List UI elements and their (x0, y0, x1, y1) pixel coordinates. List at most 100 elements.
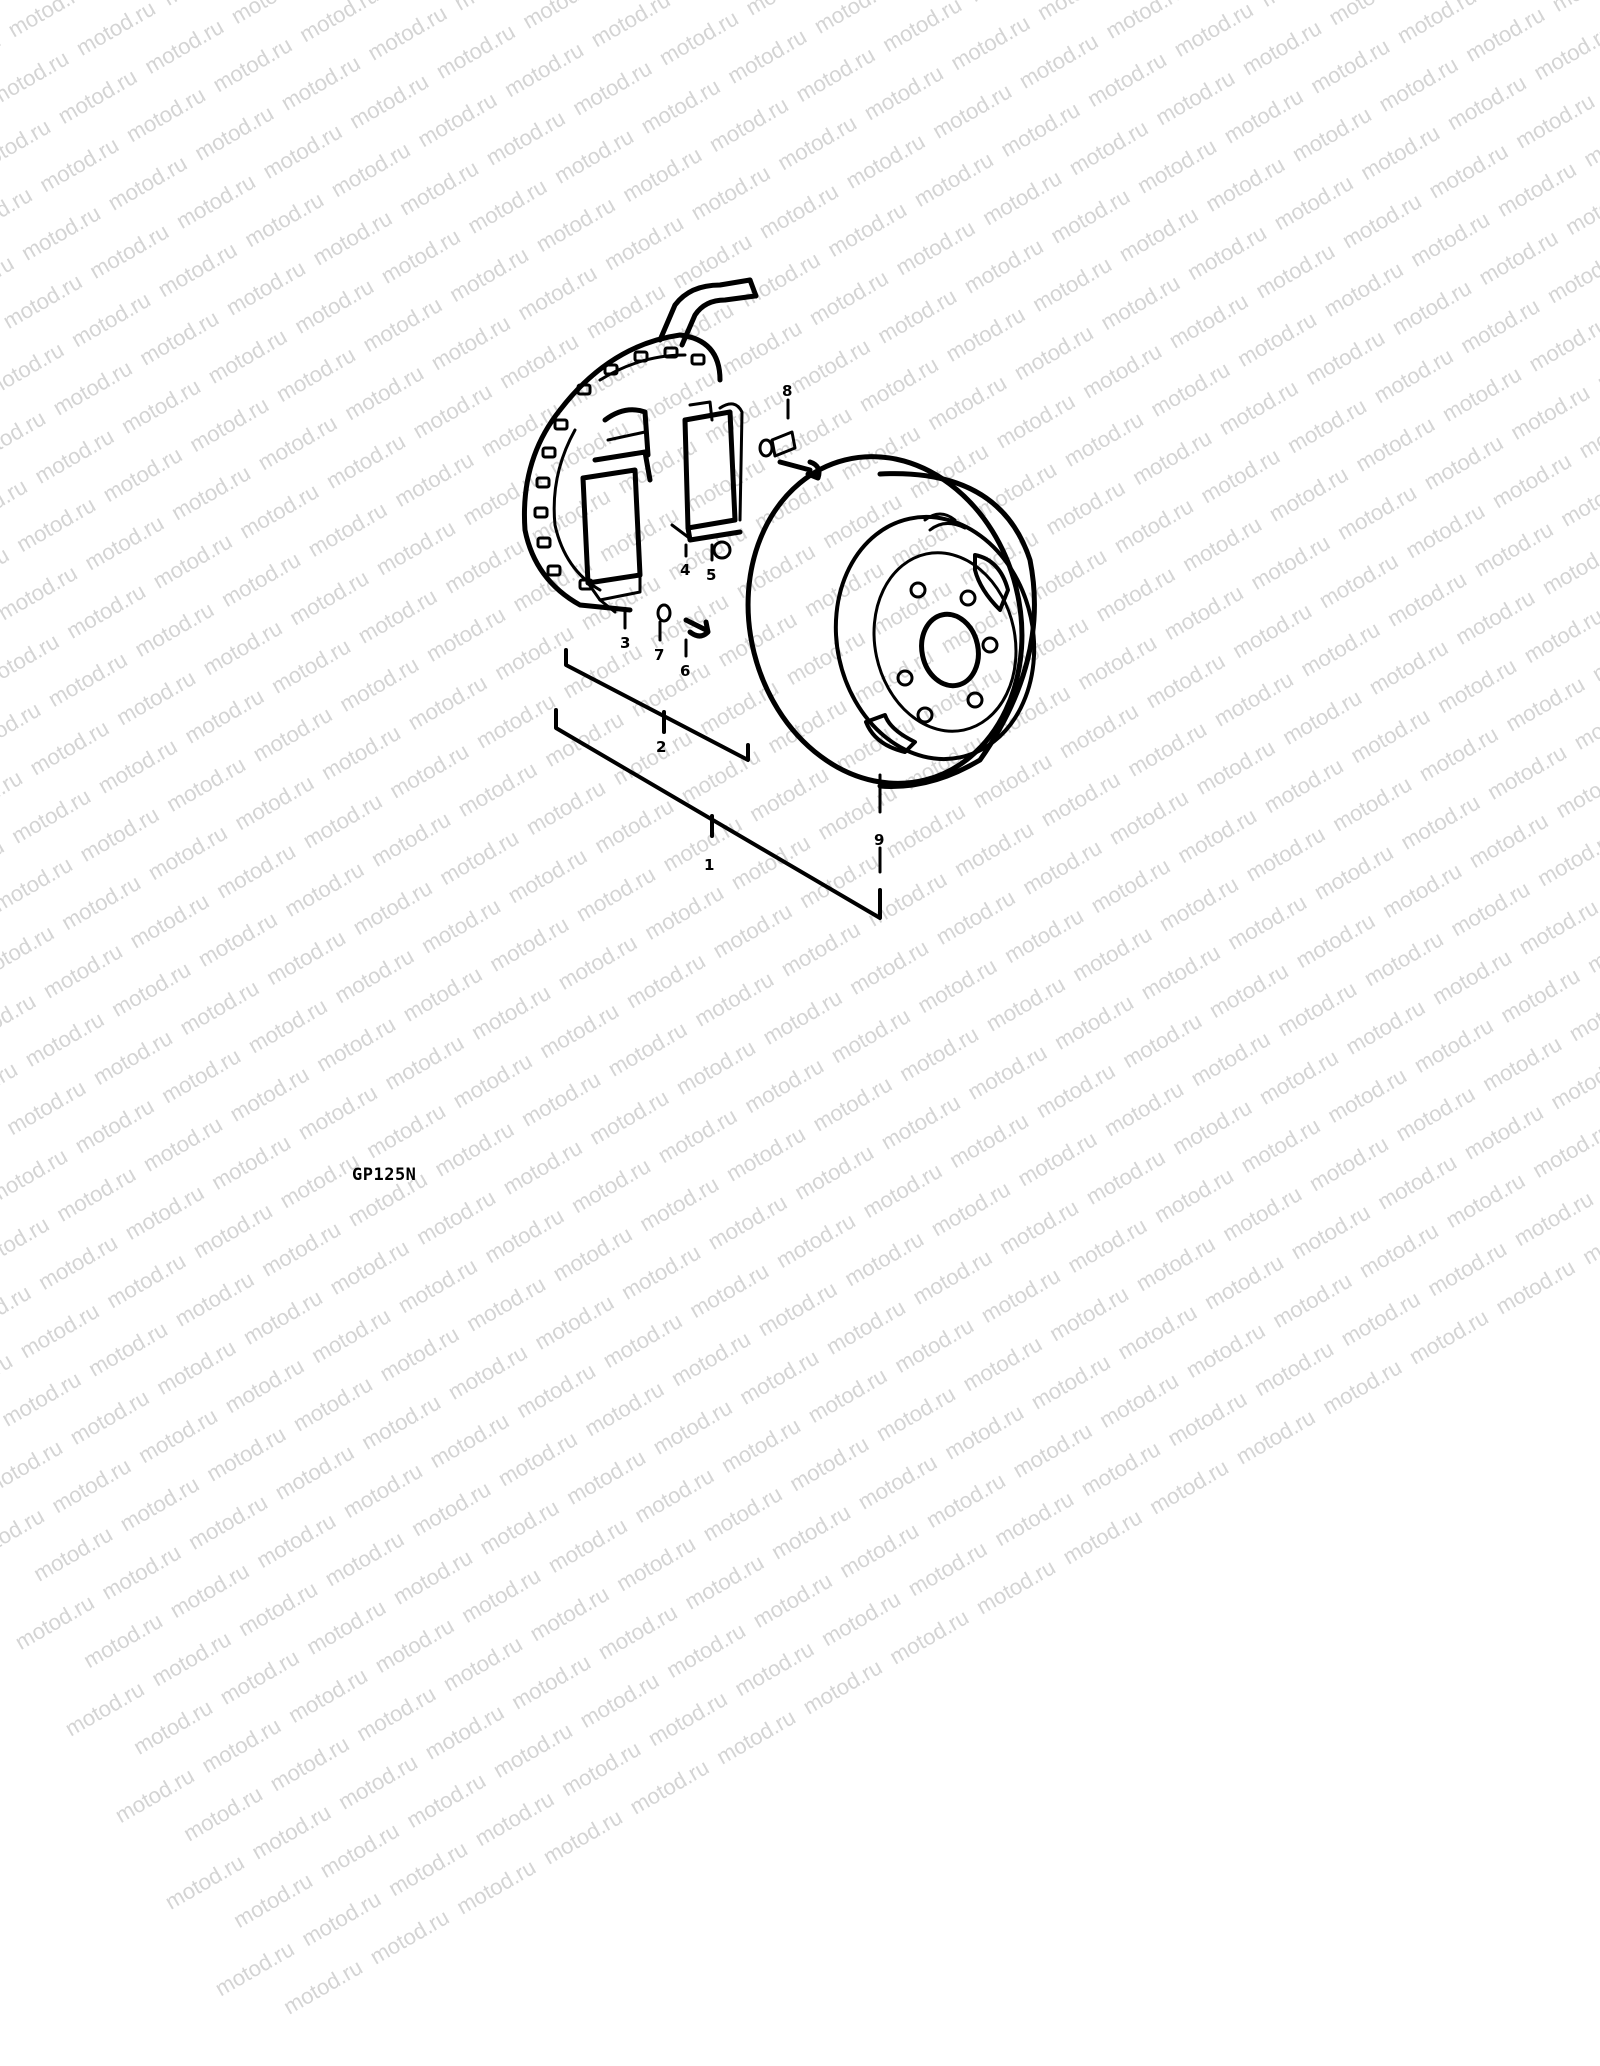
watermark-text: motod.ru (134, 1403, 222, 1469)
callout-7: 7 (654, 646, 664, 664)
watermark-text: motod.ru (252, 1508, 340, 1574)
watermark-text: motod.ru (239, 1285, 327, 1351)
watermark-text: motod.ru (152, 1335, 240, 1401)
watermark-text: motod.ru (717, 1413, 805, 1479)
watermark-text: motod.ru (1200, 1249, 1288, 1315)
watermark-text: motod.ru (1250, 1336, 1338, 1402)
watermark-text: motod.ru (111, 1763, 199, 1829)
watermark-text: motod.ru (257, 1216, 345, 1282)
watermark-text: motod.ru (352, 1681, 440, 1747)
watermark-text: motod.ru (712, 1704, 800, 1770)
watermark-text: motod.ru (202, 1421, 290, 1487)
watermark-text: motod.ru (977, 1263, 1065, 1329)
watermark-text: motod.ru (1337, 1286, 1425, 1352)
watermark-text: motod.ru (425, 1408, 513, 1474)
watermark-text: motod.ru (1287, 1199, 1375, 1265)
watermark-text: motod.ru (1113, 1299, 1201, 1365)
watermark-text: motod.ru (539, 1804, 627, 1870)
watermark-text: motod.ru (161, 1849, 249, 1915)
watermark-text: motod.ru (680, 1549, 768, 1615)
watermark-text: motod.ru (475, 1495, 563, 1561)
watermark-text: motod.ru (1232, 1404, 1320, 1470)
watermark-text: motod.ru (384, 1836, 472, 1902)
watermark-text: motod.ru (279, 1954, 367, 2020)
watermark-text: motod.ru (171, 1266, 259, 1332)
watermark-text: motod.ru (840, 1226, 928, 1292)
callout-4: 4 (680, 561, 690, 579)
watermark-text: motod.ru (822, 1295, 910, 1361)
watermark-text: motod.ru (594, 1599, 682, 1665)
watermark-text: motod.ru (667, 1326, 755, 1392)
watermark-text: motod.ru (471, 1786, 559, 1852)
left-coil (583, 410, 650, 612)
watermark-text: motod.ru (0, 1366, 86, 1432)
watermark-text: motod.ru (179, 1781, 267, 1847)
watermark-text: motod.ru (1268, 1268, 1356, 1334)
watermark-text: motod.ru (1492, 1254, 1580, 1320)
watermark-text: motod.ru (904, 1536, 992, 1602)
bracket-assembly (556, 710, 880, 918)
watermark-text: motod.ru (0, 1435, 67, 1501)
screw-lower (658, 605, 708, 636)
watermark-text: motod.ru (211, 1936, 299, 2002)
watermark-text: motod.ru (247, 1799, 335, 1865)
watermark-text: motod.ru (1405, 1304, 1493, 1370)
watermark-text: motod.ru (544, 1513, 632, 1579)
callout-2: 2 (656, 738, 666, 756)
watermark-text: motod.ru (66, 1385, 154, 1451)
watermark-text: motod.ru (316, 1818, 404, 1884)
watermark-text: motod.ru (321, 1526, 409, 1592)
watermark-text: motod.ru (730, 1636, 818, 1702)
watermark-text: motod.ru (854, 1449, 942, 1515)
watermark-text: motod.ru (16, 1298, 104, 1364)
watermark-text: motod.ru (562, 1445, 650, 1511)
watermark-text: motod.ru (772, 1208, 860, 1274)
watermark-text: motod.ru (421, 1699, 509, 1765)
watermark-text: motod.ru (512, 1358, 600, 1424)
watermark-text: motod.ru (1008, 1418, 1096, 1484)
watermark-text: motod.ru (297, 1886, 385, 1952)
watermark-text: motod.ru (1318, 1354, 1406, 1420)
watermark-text: motod.ru (958, 1331, 1046, 1397)
watermark-text: motod.ru (457, 1563, 545, 1629)
watermark-text: motod.ru (1045, 1281, 1133, 1347)
watermark-text: motod.ru (507, 1649, 595, 1715)
screw-upper (760, 432, 819, 478)
callout-8: 8 (782, 382, 792, 400)
watermark-text: motod.ru (575, 1668, 663, 1734)
watermark-text: motod.ru (1095, 1368, 1183, 1434)
watermark-text: motod.ru (334, 1749, 422, 1815)
watermark-text: motod.ru (1058, 1504, 1146, 1570)
watermark-text: motod.ru (735, 1345, 823, 1411)
watermark-text: motod.ru (749, 1568, 837, 1634)
watermark-text: motod.ru (271, 1440, 359, 1506)
watermark-text: motod.ru (371, 1613, 459, 1679)
watermark-text: motod.ru (1027, 1349, 1115, 1415)
watermark-text: motod.ru (1182, 1318, 1270, 1384)
watermark-text: motod.ru (407, 1476, 495, 1542)
watermark-text: motod.ru (1423, 1236, 1511, 1302)
watermark-text: motod.ru (699, 1481, 787, 1547)
watermark-text: motod.ru (197, 1713, 285, 1779)
watermark-text: motod.ru (444, 1340, 532, 1406)
watermark-text: motod.ru (685, 1258, 773, 1324)
watermark-text: motod.ru (644, 1686, 732, 1752)
watermark-text: motod.ru (662, 1618, 750, 1684)
watermark-text: motod.ru (375, 1321, 463, 1387)
watermark-text: motod.ru (612, 1531, 700, 1597)
watermark-text: motod.ru (480, 1203, 568, 1269)
watermark-text: motod.ru (34, 1230, 122, 1296)
watermark-text: motod.ru (922, 1468, 1010, 1534)
watermark-text: motod.ru (940, 1399, 1028, 1465)
callout-5: 5 (706, 566, 716, 584)
watermark-text: motod.ru (389, 1545, 477, 1611)
watermark-text: motod.ru (302, 1595, 390, 1661)
watermark-text: motod.ru (0, 1280, 36, 1346)
watermark-text: motod.ru (494, 1426, 582, 1492)
watermark-text: motod.ru (147, 1626, 235, 1692)
callout-9: 9 (874, 831, 884, 849)
watermark-text: motod.ru (804, 1363, 892, 1429)
watermark-text: motod.ru (530, 1290, 618, 1356)
watermark-text: motod.ru (29, 1521, 117, 1587)
watermark-text: motod.ru (0, 1211, 54, 1277)
